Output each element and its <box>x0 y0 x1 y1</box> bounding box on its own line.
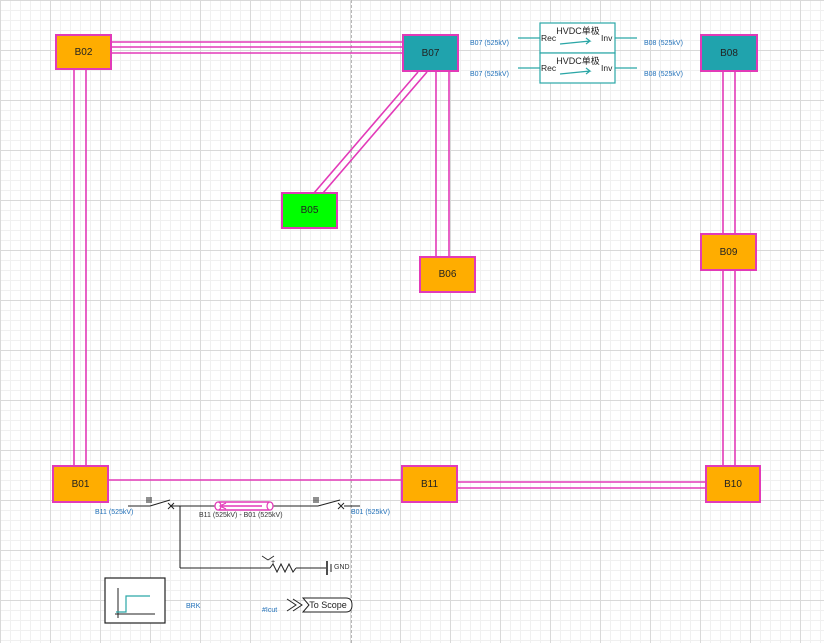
bus-label: B07 <box>421 47 440 59</box>
svg-text:+: + <box>271 559 275 566</box>
hvdc-title-top: HVDC单极 <box>556 25 600 36</box>
bus-b10[interactable]: B10 <box>705 465 761 503</box>
bus-label: B05 <box>300 205 319 216</box>
hvdc-rec-top: Rec <box>541 33 557 43</box>
line-b07-b05 <box>313 71 419 194</box>
line-b07-b05 <box>322 71 428 194</box>
bus-label: B09 <box>719 246 738 258</box>
to-scope-block[interactable] <box>286 597 353 613</box>
page-break-line <box>351 0 352 643</box>
bus-b07[interactable]: B07 <box>402 34 459 72</box>
bus-b09[interactable]: B09 <box>700 233 757 271</box>
ground-label: GND <box>334 564 350 571</box>
breaker-left-contact <box>167 502 175 510</box>
hvdc-top-right-label: B08 (525kV) <box>644 40 683 47</box>
bus-b05[interactable]: B05 <box>281 192 338 229</box>
breaker-right-label: B01 (525kV) <box>351 509 390 516</box>
brk-block[interactable] <box>104 577 166 624</box>
bus-b02[interactable]: B02 <box>55 34 112 70</box>
pi-line-b11-b01[interactable] <box>214 501 274 511</box>
bus-label: B01 <box>71 478 90 490</box>
breaker-left-switch <box>149 499 171 507</box>
hvdc-bottom-right-label: B08 (525kV) <box>644 71 683 78</box>
bus-b11[interactable]: B11 <box>401 465 458 503</box>
bus-label: B10 <box>724 478 742 490</box>
hvdc-rec-bottom: Rec <box>541 63 557 73</box>
hvdc-title-bottom: HVDC单极 <box>556 55 600 66</box>
hvdc-bottom-left-label: B07 (525kV) <box>470 71 509 78</box>
bus-label: B06 <box>438 269 457 280</box>
breaker-right-contact <box>337 502 345 510</box>
step-waveform-icon <box>116 595 150 613</box>
breaker-right-switch <box>317 499 341 507</box>
bus-label: B11 <box>420 478 439 490</box>
hvdc-inv-bottom: Inv <box>601 63 613 73</box>
bus-b08[interactable]: B08 <box>700 34 758 72</box>
scope-signal-label: #Icut <box>262 607 278 614</box>
hvdc-inv-top: Inv <box>601 33 613 43</box>
to-scope-label: To Scope <box>309 600 347 610</box>
hvdc-top-left-label: B07 (525kV) <box>470 40 509 47</box>
bus-b06[interactable]: B06 <box>419 256 476 293</box>
bus-b01[interactable]: B01 <box>52 465 109 503</box>
pi-line-label: B11 (525kV) - B01 (525kV) <box>199 512 283 519</box>
bus-label: B02 <box>74 46 93 58</box>
fault-resistor <box>269 562 297 574</box>
bus-label: B08 <box>720 47 738 59</box>
breaker-left-label: B11 (525kV) <box>95 509 134 516</box>
brk-label: BRK <box>186 603 201 610</box>
